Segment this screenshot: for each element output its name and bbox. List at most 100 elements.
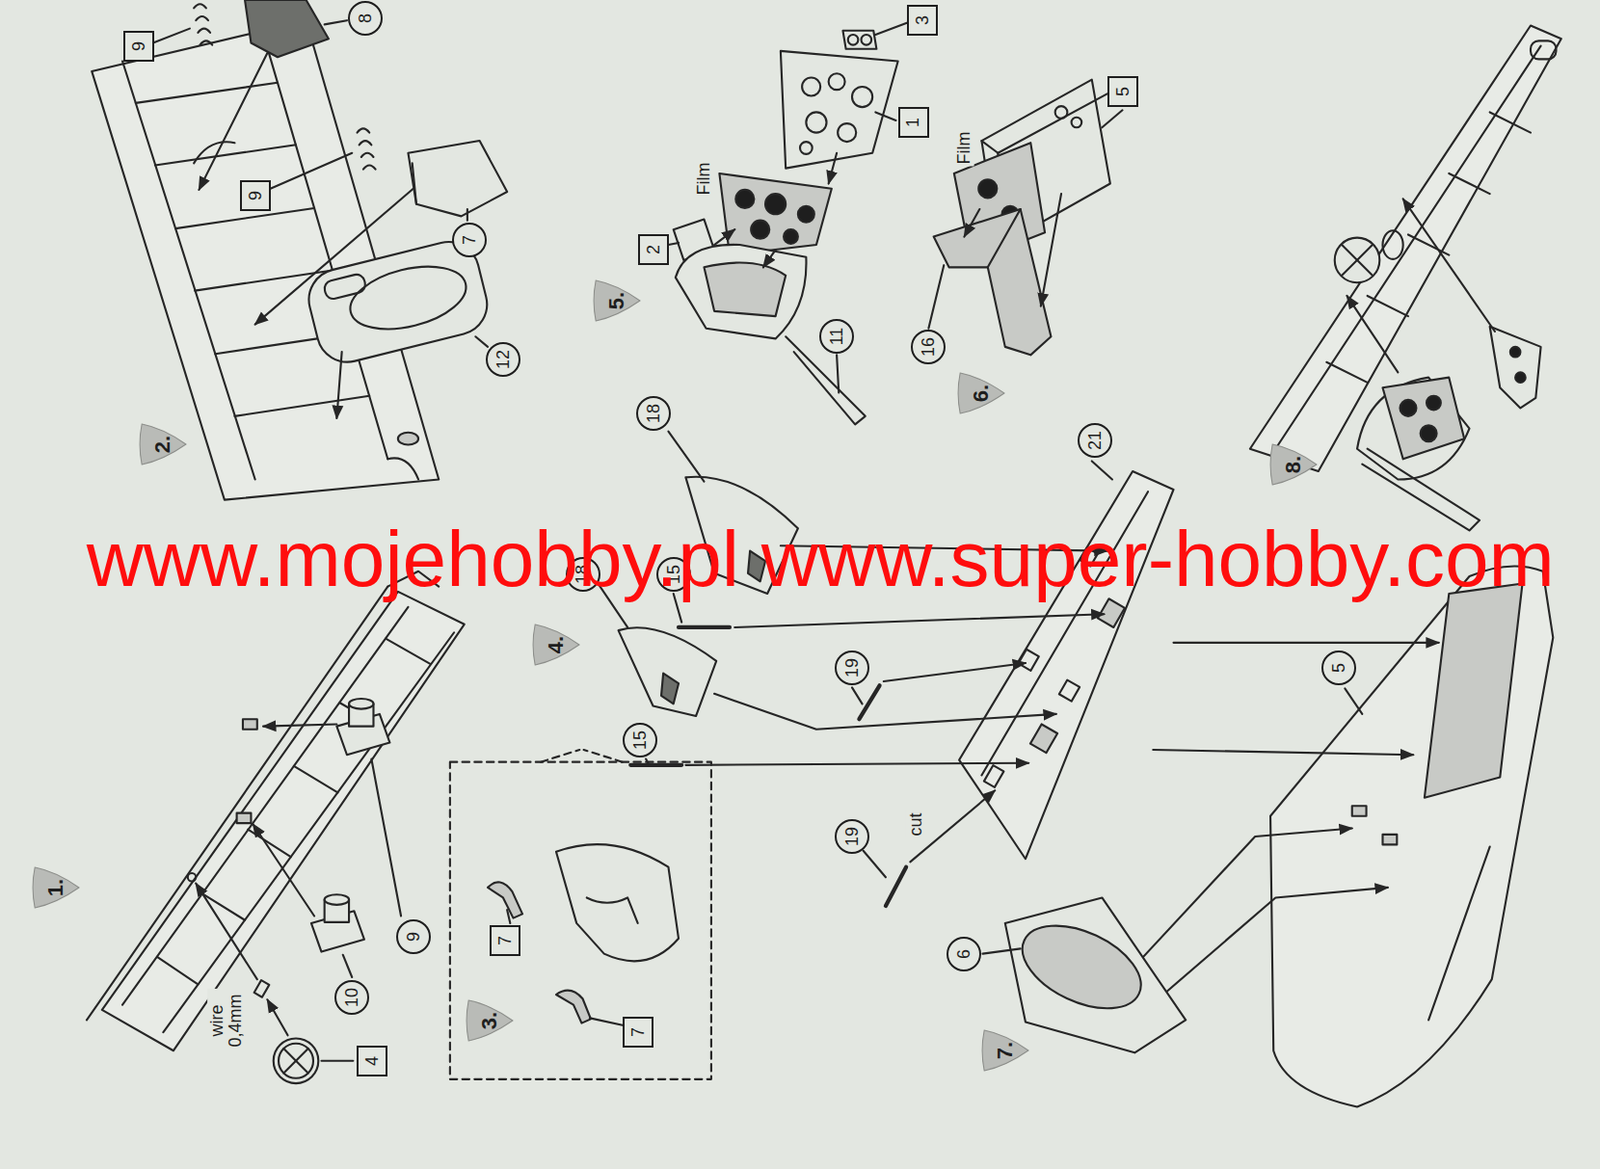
fuselage-frame	[162, 632, 454, 1033]
part-4-wheel	[283, 1048, 308, 1073]
step-marker-fill	[982, 1031, 1029, 1072]
part-5-block	[981, 140, 998, 154]
instrument-panel	[675, 244, 807, 339]
callout-number: 3	[913, 15, 932, 26]
fuselage-frame	[1250, 25, 1562, 531]
dashed-frame	[450, 749, 712, 1080]
instrument-panel	[719, 173, 831, 256]
part-9-flange	[263, 724, 337, 727]
instrument-panel	[852, 86, 873, 107]
step-marker: 5.	[591, 278, 642, 323]
callout-number: 19	[834, 650, 870, 686]
callout-number: 19	[843, 658, 861, 678]
callout-number: 8	[347, 0, 383, 36]
part-5-block	[1040, 193, 1062, 306]
step-marker: 8.	[1268, 442, 1319, 487]
fuselage-frame	[157, 957, 198, 986]
note-label: Film	[954, 129, 975, 166]
instrument-panel	[861, 34, 873, 46]
fuselage-half	[1152, 749, 1414, 755]
fuselage-frame	[242, 719, 258, 730]
callout-number: 1	[904, 117, 922, 128]
leader-line	[466, 209, 469, 221]
panel-cover	[556, 844, 679, 961]
part-7-seat	[407, 140, 507, 216]
fuselage-half	[1428, 847, 1491, 1021]
part-5-block	[963, 209, 980, 238]
part-7-seat	[255, 188, 414, 325]
callout-number: 2	[638, 234, 669, 266]
leader-line	[863, 851, 886, 879]
step-number: 8.	[1282, 455, 1305, 474]
callout-number: 6	[955, 949, 973, 960]
step-marker: 4.	[531, 622, 582, 667]
part-8-seat	[193, 3, 213, 45]
fuselage-frame	[387, 457, 419, 480]
note-label: cut	[905, 810, 926, 838]
leader-line	[928, 109, 1122, 329]
step-marker-fill	[959, 373, 1006, 414]
note-label: wire 0,4mm	[207, 988, 246, 1053]
part-4-wheel	[254, 980, 270, 998]
step-marker-fill	[594, 280, 641, 321]
instrument-panel	[837, 123, 856, 142]
part-21-panel	[1017, 649, 1039, 671]
leader-line	[667, 242, 679, 245]
step-number: 7.	[994, 1041, 1016, 1060]
fuselage-frame	[1346, 295, 1398, 373]
fuselage-frame	[1341, 244, 1373, 276]
part-21-panel	[984, 765, 1005, 788]
callout-number: 19	[843, 826, 861, 847]
leader-line	[983, 688, 1363, 954]
fuselage-frame	[1403, 198, 1495, 332]
callout-number: 8	[356, 13, 374, 24]
leader-line	[852, 687, 863, 704]
callout-number: 9	[246, 190, 265, 201]
instrument-panel	[848, 34, 859, 46]
part-7-seat	[255, 128, 507, 324]
leader-line	[371, 758, 401, 916]
fuselage-frame	[385, 639, 431, 665]
callout-number: 9	[240, 180, 271, 212]
fuselage-half	[1173, 641, 1439, 644]
callout-number: 9	[404, 932, 423, 942]
instrument-panel	[842, 30, 877, 50]
callout-number: 4	[356, 1045, 388, 1077]
fuselage-frame	[1448, 173, 1490, 194]
part-10-flange	[253, 824, 365, 952]
step-marker-fill	[1270, 444, 1317, 485]
part-4-wheel	[266, 999, 288, 1036]
fuselage-frame	[155, 144, 296, 165]
callout-number: 10	[343, 987, 361, 1008]
callout-number: 11	[827, 327, 846, 347]
leader-line	[475, 336, 488, 347]
instrument-panel	[783, 229, 799, 244]
callout-number: 6	[946, 936, 982, 972]
step-number: 5.	[606, 292, 628, 310]
part-5-block	[1071, 117, 1083, 129]
part-5-block	[1055, 106, 1068, 119]
part-18-shell	[661, 673, 679, 705]
callout-number: 16	[910, 329, 946, 365]
fuselage-frame	[247, 829, 291, 858]
part-4-wheel	[187, 873, 196, 881]
leader-line	[597, 431, 1113, 879]
part-9-flange	[263, 698, 390, 755]
step-marker: 7.	[980, 1028, 1031, 1073]
leader-line	[875, 22, 908, 35]
callout-number: 21	[1086, 430, 1104, 451]
part-5-block	[987, 209, 1021, 267]
fuselage-frame	[86, 586, 388, 1021]
fuselage-frame	[1515, 372, 1526, 383]
part-21-panel	[1030, 723, 1058, 753]
part-18-shell	[618, 627, 718, 717]
part-8-seat	[198, 53, 267, 190]
callout-number: 1	[898, 106, 930, 138]
part-15-pin	[678, 625, 730, 630]
instrument-panel	[780, 51, 899, 169]
step-number: 1.	[45, 879, 67, 897]
fuselage-frame	[1367, 295, 1409, 317]
leader-line	[153, 20, 488, 347]
fuselage-frame	[1326, 362, 1367, 383]
fuselage-frame	[1341, 244, 1373, 276]
